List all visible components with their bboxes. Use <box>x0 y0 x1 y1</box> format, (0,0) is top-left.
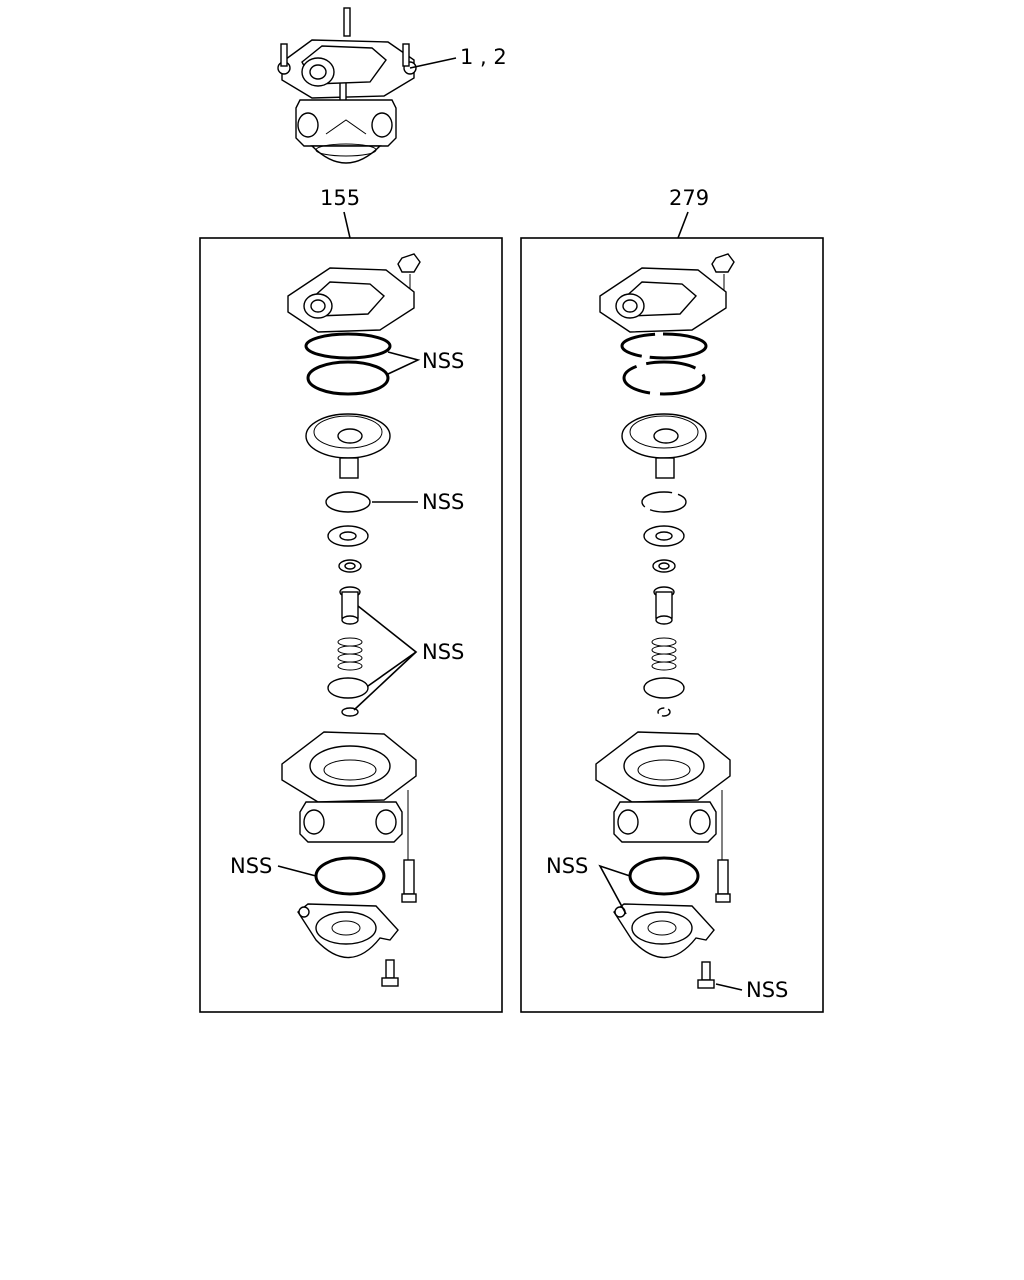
left-bolt <box>401 790 417 903</box>
label-left-nss-bottom-ring: NSS <box>230 854 272 878</box>
leader-top-assembly <box>409 57 457 69</box>
left-top-cover <box>287 267 415 333</box>
right-bolt <box>715 790 731 903</box>
left-o-ring-large <box>327 677 369 699</box>
callout-kit-left: 155 <box>320 186 360 210</box>
leader-left-bottom-ring <box>277 865 317 877</box>
right-ring-upper <box>620 332 708 360</box>
label-left-nss-snap-ring: NSS <box>422 490 464 514</box>
left-ring-upper <box>304 332 392 360</box>
right-top-cover <box>599 267 727 333</box>
left-washer <box>327 525 369 547</box>
right-ring-lower <box>622 360 706 396</box>
label-left-nss-valve-parts: NSS <box>422 640 464 664</box>
label-right-nss-bottom-parts: NSS <box>546 854 588 878</box>
leader-right-screw <box>715 983 743 991</box>
left-bottom-cap <box>297 903 399 959</box>
right-o-ring-small <box>657 707 671 717</box>
left-ring-lower <box>306 360 390 396</box>
leader-kit-right <box>677 211 689 239</box>
left-nut <box>397 253 421 300</box>
right-nut <box>711 253 735 300</box>
panel-right: NSS NSS <box>520 237 824 1013</box>
left-spring <box>337 637 363 671</box>
top-valve-assembly <box>277 7 417 164</box>
left-plunger <box>339 586 361 625</box>
right-main-body <box>595 731 731 843</box>
left-seal <box>338 559 362 573</box>
panel-left-frame <box>199 237 503 1013</box>
right-washer <box>643 525 685 547</box>
label-left-nss-rings: NSS <box>422 349 464 373</box>
right-bottom-cap <box>613 903 715 959</box>
right-cap-screw <box>697 961 715 989</box>
right-seal <box>652 559 676 573</box>
callout-kit-right: 279 <box>669 186 709 210</box>
leader-right-bottom-parts <box>598 864 631 915</box>
panel-right-frame <box>520 237 824 1013</box>
right-piston <box>621 413 707 479</box>
right-spring <box>651 637 677 671</box>
leader-left-valve-parts <box>357 605 418 687</box>
left-bottom-ring <box>314 856 386 896</box>
label-right-nss-screw: NSS <box>746 978 788 1002</box>
left-main-body <box>281 731 417 843</box>
left-snap-ring <box>325 491 371 513</box>
left-cap-screw <box>381 959 399 987</box>
left-piston <box>305 413 391 479</box>
panel-left: NSS NSS <box>199 237 503 1013</box>
right-bottom-ring <box>628 856 700 896</box>
right-plunger <box>653 586 675 625</box>
leader-left-rings <box>387 351 421 375</box>
right-snap-ring <box>641 491 687 513</box>
leader-left-valve-parts-2 <box>353 651 417 711</box>
right-o-ring-large <box>643 677 685 699</box>
callout-top-assembly: 1 , 2 <box>460 45 507 69</box>
leader-kit-left <box>343 211 351 239</box>
